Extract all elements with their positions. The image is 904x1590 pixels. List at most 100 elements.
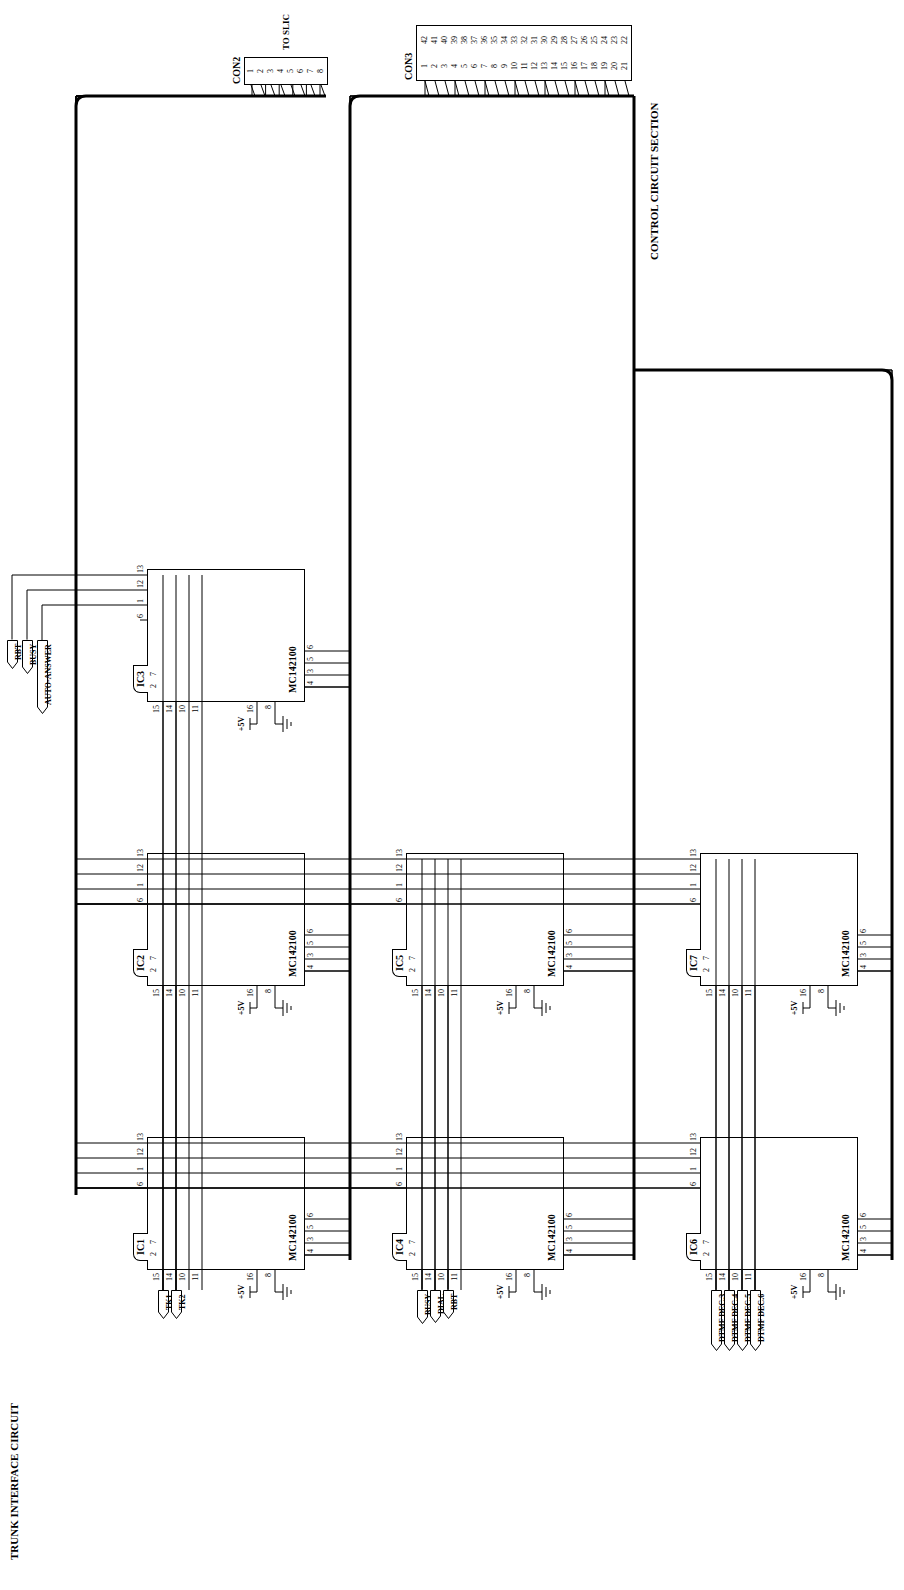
bus-wire — [189, 575, 190, 1290]
pin-number: 8 — [524, 989, 532, 993]
supply-label: +5V — [497, 1001, 505, 1015]
pin-number: 3 — [307, 953, 315, 957]
pin-number: 12 — [137, 580, 145, 588]
signal-tag: TK2 — [171, 1290, 182, 1319]
ic-box: IC6MC142100 — [700, 1137, 858, 1270]
pin-number: 1 — [690, 1167, 698, 1171]
pin-number: 6 — [566, 1213, 574, 1217]
supply-wire — [516, 1270, 517, 1292]
pin-number: 7 — [409, 956, 417, 960]
address-wire — [858, 959, 892, 960]
pin-number: 7 — [150, 1240, 158, 1244]
pin-number: 1 — [396, 1167, 404, 1171]
part-number: MC142100 — [546, 1214, 558, 1261]
pin-number: 5 — [566, 941, 574, 945]
pin-number: 13 — [137, 1133, 145, 1141]
ground-wire — [534, 1008, 542, 1009]
signal-tag: DIAL — [430, 1290, 441, 1323]
pin-number: 14 — [166, 989, 174, 997]
signal-tag: DTMF DEC.5 — [737, 1290, 748, 1351]
ic-box: IC1MC142100 — [147, 1137, 305, 1270]
pin-number: 6 — [690, 898, 698, 902]
ground-wire — [534, 1292, 542, 1293]
ground-wire — [275, 702, 276, 724]
ground-symbol — [291, 1290, 292, 1294]
signal-tag: AUTO-ANSWER — [37, 640, 48, 714]
ground-symbol — [287, 1287, 288, 1297]
pin-number: 16 — [506, 989, 514, 997]
bus-wire — [461, 859, 462, 1290]
address-wire — [305, 935, 350, 936]
pin-number: 5 — [566, 1225, 574, 1229]
connector-wire — [455, 81, 459, 96]
pin-number: 3 — [860, 1237, 868, 1241]
section-label: TO SLIC — [281, 14, 291, 50]
pin-number: 10 — [179, 705, 187, 713]
bus-wire — [202, 575, 203, 1290]
supply-label: +5V — [238, 717, 246, 731]
pin-number: 16 — [247, 705, 255, 713]
supply-wire — [250, 1292, 257, 1293]
signal-name: DTMF DEC.6 — [756, 1294, 767, 1342]
pin-number: 3 — [860, 953, 868, 957]
ground-symbol — [546, 1003, 547, 1013]
ground-symbol — [840, 1003, 841, 1013]
supply-wire — [257, 1270, 258, 1292]
pin-number: 10 — [179, 1273, 187, 1281]
bus-wire — [755, 859, 756, 1290]
ground-wire — [275, 1270, 276, 1292]
ground-symbol — [291, 722, 292, 726]
pin-number: 6 — [137, 1182, 145, 1186]
ground-wire — [275, 724, 283, 725]
ground-wire — [275, 1292, 283, 1293]
section-label: CONTROL CIRCUIT SECTION — [648, 102, 660, 260]
pin-number: 8 — [818, 989, 826, 993]
pin-number: 2 — [703, 968, 711, 972]
signal-wire — [76, 85, 406, 1188]
connector-wire — [605, 81, 609, 96]
ground-wire — [828, 1292, 836, 1293]
bus-wire — [716, 859, 717, 1290]
pin-number: 1 — [137, 599, 145, 603]
pin-number: 10 — [179, 989, 187, 997]
pin-number: 13 — [396, 849, 404, 857]
pin-number: 2 — [703, 1252, 711, 1256]
bus-wire — [176, 575, 177, 1290]
pin-number: 10 — [438, 989, 446, 997]
pin-number: 5 — [307, 657, 315, 661]
thick-bus — [350, 96, 634, 1260]
ground-wire — [275, 1008, 283, 1009]
ground-symbol — [550, 1290, 551, 1294]
signal-wire — [76, 85, 700, 1188]
supply-wire — [250, 724, 257, 725]
ground-symbol — [542, 1284, 543, 1300]
ground-symbol — [291, 1006, 292, 1010]
bus-wire — [163, 575, 164, 1290]
signal-wire — [575, 81, 892, 1255]
signal-wire — [163, 702, 164, 1290]
pin-number: 16 — [800, 989, 808, 997]
ic-designator: IC3 — [133, 665, 148, 693]
pin-number: 4 — [307, 1249, 315, 1253]
pin-number: 12 — [396, 864, 404, 872]
supply-bar — [250, 718, 251, 730]
address-wire — [564, 1219, 634, 1220]
address-wire — [305, 675, 350, 676]
pin-number: 16 — [247, 1273, 255, 1281]
pin-number: 2 — [150, 1252, 158, 1256]
ground-wire — [534, 1270, 535, 1292]
ground-symbol — [287, 719, 288, 729]
signal-name: AUTO-ANSWER — [43, 644, 54, 705]
connector-wire — [271, 85, 275, 96]
ground-symbol — [287, 1003, 288, 1013]
ground-wire — [828, 1008, 836, 1009]
bus-wire — [742, 859, 743, 1290]
supply-bar — [509, 1002, 510, 1014]
signal-wire — [305, 81, 455, 971]
ic-designator: IC6 — [686, 1233, 701, 1261]
connector-wire — [575, 81, 579, 96]
part-number: MC142100 — [546, 930, 558, 977]
pin-number: 16 — [800, 1273, 808, 1281]
signal-wire — [42, 605, 147, 640]
